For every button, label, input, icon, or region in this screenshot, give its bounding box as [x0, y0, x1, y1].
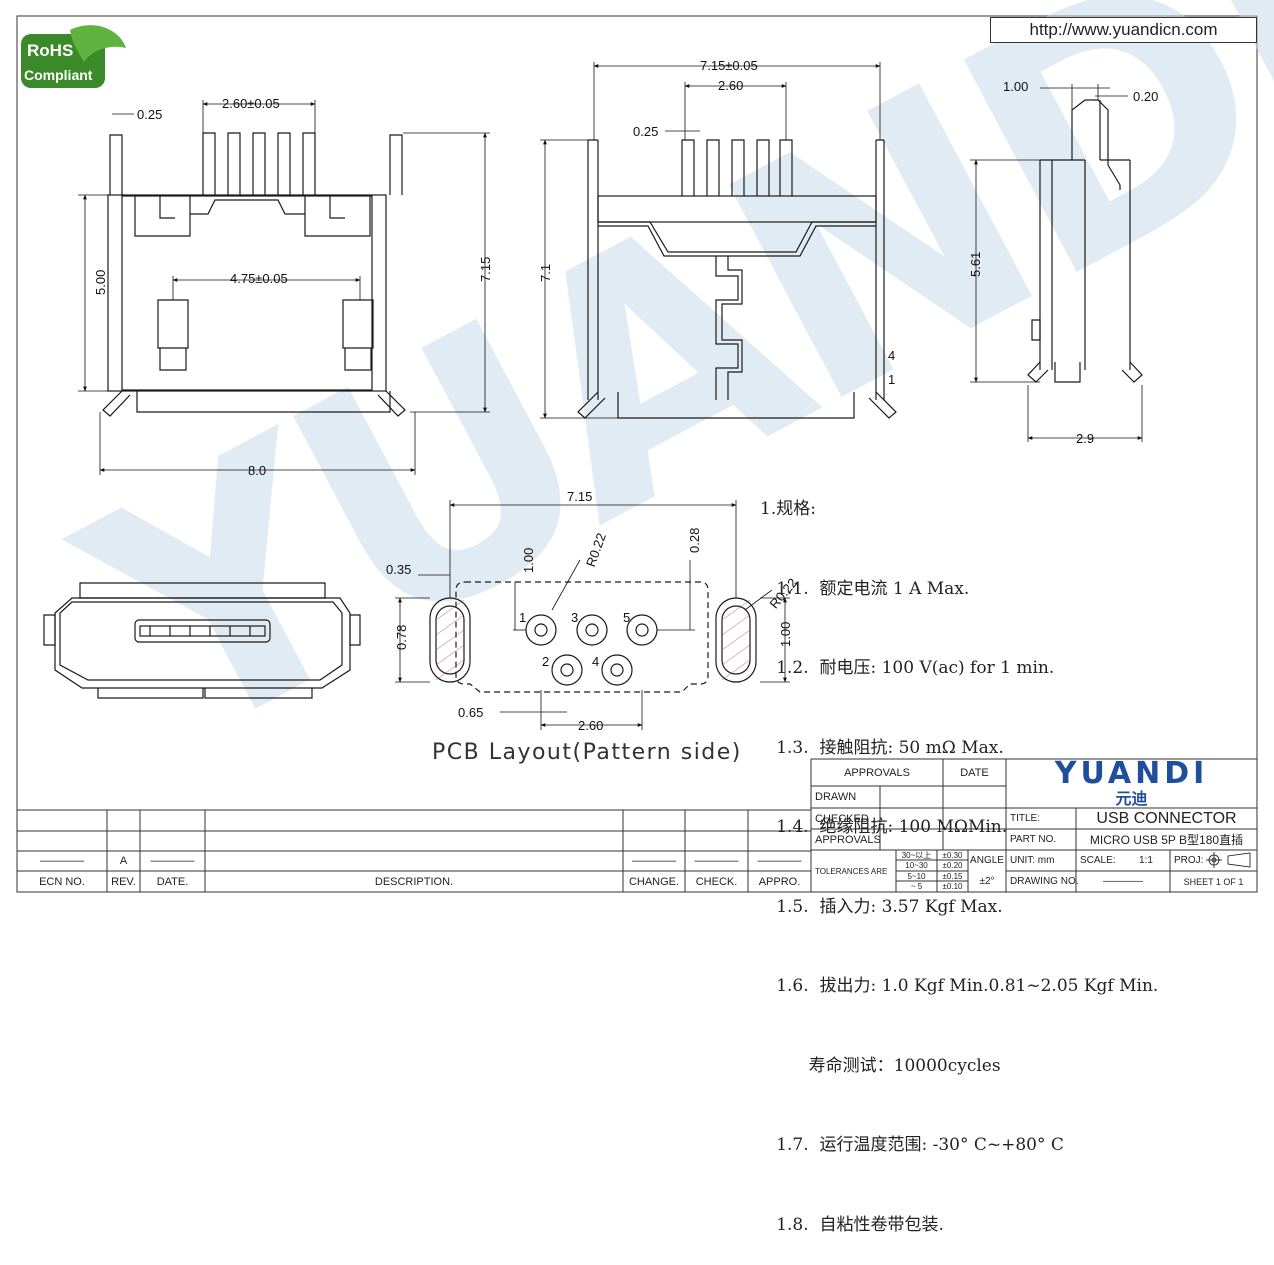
- date-header-rev: DATE.: [156, 875, 189, 888]
- tol-value: ±0.10: [942, 882, 963, 891]
- spec-line: 1.3. 接触阻抗: 50 mΩ Max.: [760, 737, 1004, 758]
- date-value: ————: [150, 855, 195, 867]
- front-view-dims: [540, 62, 881, 419]
- unit-label: UNIT: mm: [1010, 855, 1055, 866]
- pcb-hatch: [435, 599, 751, 681]
- approvals-header: APPROVALS: [844, 766, 910, 779]
- part-no-value: MICRO USB 5P B型180直插: [1089, 833, 1244, 847]
- dim-pcb-078: 0.78: [394, 625, 409, 650]
- dim-pcb-width: 7.15: [567, 489, 592, 504]
- appro-header: APPRO.: [758, 875, 801, 888]
- dim-pcb-035: 0.35: [386, 562, 411, 577]
- spec-line: 1.4. 绝缘阻抗: 100 MΩMin.: [760, 817, 1008, 837]
- spec-line: 寿命测试：10000cycles: [760, 1055, 1001, 1076]
- spec-line: 1.8. 自粘性卷带包装.: [760, 1214, 944, 1235]
- side-mark-bottom: 1: [888, 372, 895, 387]
- tolerances-label: TOLERANCES ARE: [815, 866, 888, 876]
- drawn-label: DRAWN: [815, 791, 857, 803]
- title-value: USB CONNECTOR: [1096, 809, 1237, 827]
- dim-front-width: 7.15±0.05: [700, 58, 758, 73]
- dim-top-pitch: 0.25: [137, 107, 162, 122]
- front-view: [577, 139, 897, 419]
- pin-label-2: 2: [542, 654, 549, 669]
- ecn-value: ————: [40, 855, 84, 867]
- title-block-grid: [16, 758, 1258, 893]
- top-view-dims: [78, 100, 490, 475]
- dim-side-29: 2.9: [1076, 431, 1094, 446]
- side-view-dims: [970, 84, 1143, 442]
- dim-front-pin: 0.25: [633, 124, 658, 139]
- change-value: ————: [632, 855, 676, 867]
- ecn-header: ECN NO.: [39, 875, 85, 888]
- tol-range: 10~30: [905, 861, 928, 870]
- dim-width-8: 8.0: [248, 463, 266, 478]
- rev-value: A: [119, 855, 128, 867]
- top-view: [102, 132, 406, 417]
- part-no-label: PART NO.: [1010, 834, 1057, 845]
- proj-label: PROJ:: [1174, 855, 1204, 866]
- pcb-dims: [395, 500, 790, 730]
- pcb-caption: PCB Layout(Pattern side): [432, 740, 742, 765]
- scale-label: SCALE:: [1080, 855, 1116, 866]
- spec-line: 1.7. 运行温度范围: -30° C~+80° C: [760, 1135, 1064, 1155]
- website-url[interactable]: http://www.yuandicn.com: [990, 17, 1257, 43]
- tol-range: 5~10: [907, 871, 926, 881]
- dim-height-5: 5.00: [93, 270, 108, 295]
- dim-top-span: 2.60±0.05: [222, 96, 280, 111]
- checked-label: CHECKED: [815, 812, 869, 825]
- compliant-text: Compliant: [24, 67, 93, 83]
- sheet-label: SHEET 1 OF 1: [1183, 876, 1244, 887]
- dim-pcb-065: 0.65: [458, 705, 483, 720]
- dim-front-height: 7.1: [538, 264, 553, 282]
- spec-line: 1.2. 耐电压: 100 V(ac) for 1 min.: [760, 658, 1055, 678]
- spec-line: 1.5. 插入力: 3.57 Kgf Max.: [760, 896, 1003, 917]
- description-header: DESCRIPTION.: [374, 875, 454, 888]
- dim-height-715: 7.15: [478, 257, 493, 282]
- tol-value: ±0.20: [942, 861, 963, 870]
- pin-label-1: 1: [519, 610, 526, 625]
- rev-header: REV.: [111, 875, 136, 888]
- spec-line: 1.规格:: [760, 499, 816, 519]
- tol-range: ~ 5: [910, 882, 923, 891]
- projection-symbol: [1206, 852, 1251, 868]
- company-logo: YUANDI: [1054, 755, 1209, 791]
- side-view: [1027, 99, 1143, 383]
- dim-front-pitch: 2.60: [718, 78, 743, 93]
- dim-side-561: 5.61: [968, 252, 983, 277]
- dim-pcb-028: 0.28: [687, 528, 702, 553]
- change-header: CHANGE.: [628, 875, 680, 888]
- drawing-canvas: YUANDI RoHS Compliant: [16, 0, 1274, 893]
- pin-label-3: 3: [571, 610, 578, 625]
- dim-side-020: 0.20: [1133, 89, 1158, 104]
- angle-label: ANGLE: [970, 854, 1004, 866]
- face-view: [43, 582, 361, 699]
- approvals-label: APPROVALS: [815, 833, 881, 846]
- pin-label-5: 5: [623, 610, 630, 625]
- spec-line: 1.6. 拔出力: 1.0 Kgf Min.0.81~2.05 Kgf Min.: [760, 976, 1159, 996]
- company-logo-cn: 元迪: [1115, 791, 1148, 808]
- rohs-badge: RoHS Compliant: [21, 25, 126, 88]
- tol-value: ±0.15: [942, 871, 963, 881]
- dim-pcb-100b: 1.00: [778, 622, 793, 647]
- dim-inner-span: 4.75±0.05: [230, 271, 288, 286]
- drawing-no-value: ————: [1103, 876, 1143, 887]
- title-label: TITLE:: [1010, 813, 1041, 824]
- dim-side-100: 1.00: [1003, 79, 1028, 94]
- dim-pcb-260: 2.60: [578, 718, 603, 733]
- date-header: DATE: [960, 766, 989, 779]
- scale-value: 1:1: [1139, 855, 1153, 866]
- tol-value: ±0.30: [942, 850, 963, 860]
- check-header: CHECK.: [695, 875, 738, 888]
- drawing-no-label: DRAWING NO.: [1010, 876, 1079, 887]
- check-value: ————: [694, 855, 739, 867]
- tol-range: 30~以上: [901, 850, 932, 860]
- rohs-text: RoHS: [27, 41, 73, 60]
- angle-value: ±2°: [979, 875, 995, 887]
- pin-label-4: 4: [592, 654, 599, 669]
- spec-line: 1.1. 额定电流 1 A Max.: [760, 578, 970, 599]
- appro-value: ————: [757, 855, 802, 867]
- dim-pcb-100a: 1.00: [521, 548, 536, 573]
- side-mark-top: 4: [888, 348, 895, 363]
